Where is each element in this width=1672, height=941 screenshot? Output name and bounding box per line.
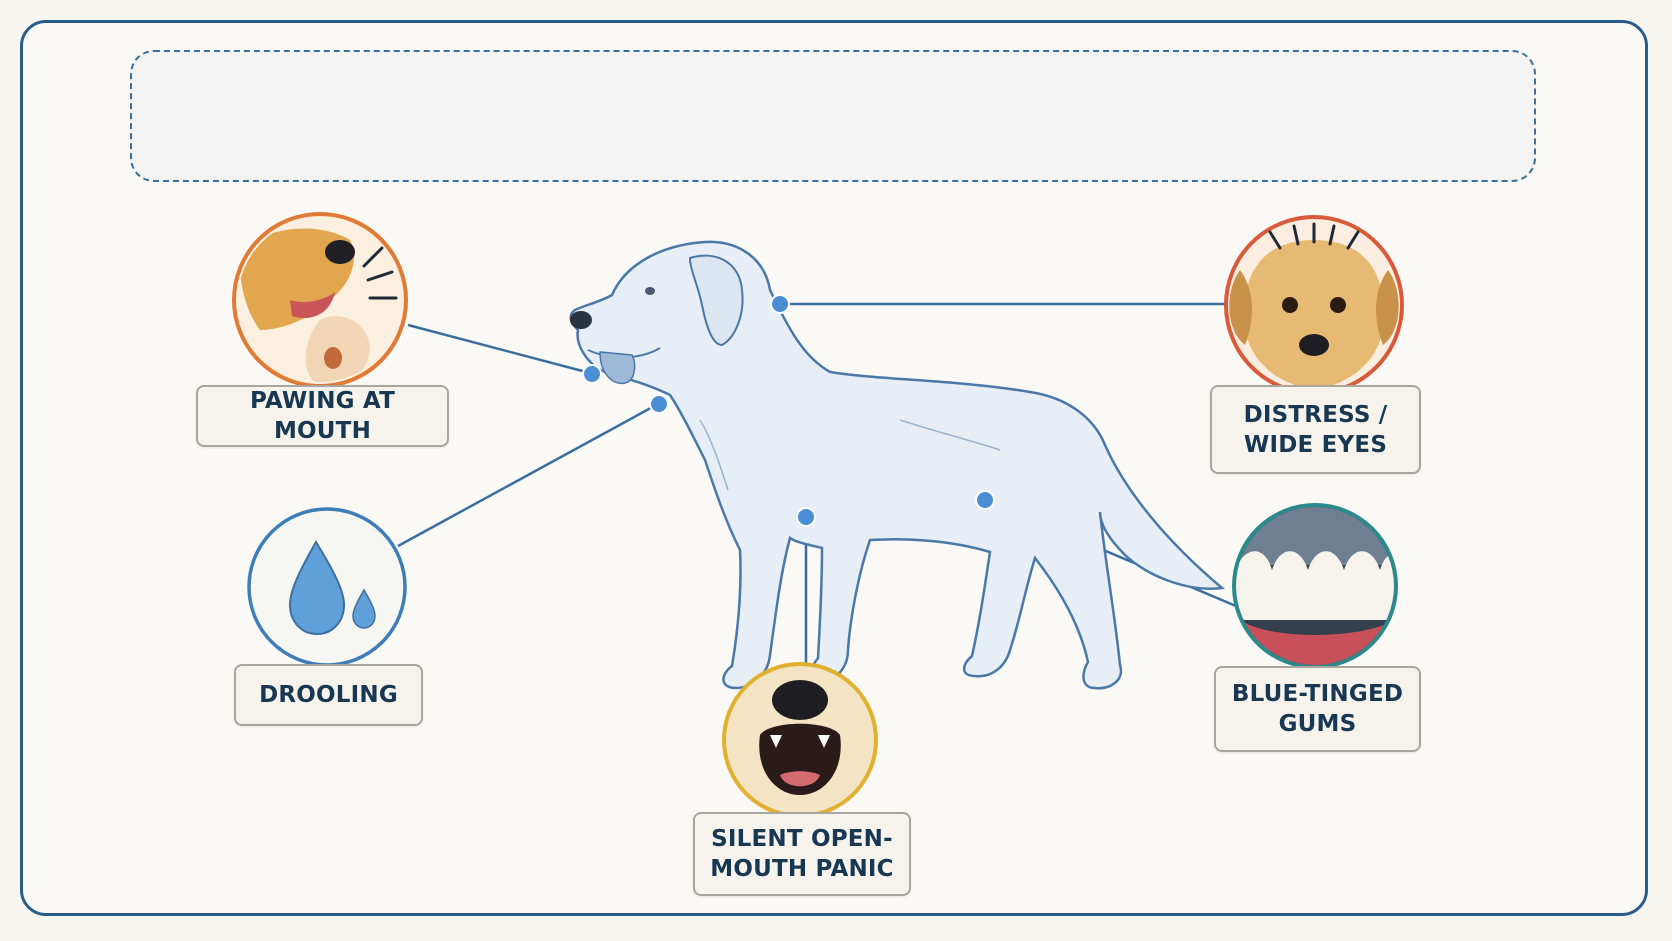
title-box	[130, 50, 1536, 182]
dot-panic	[796, 507, 816, 527]
dog-illustration	[569, 240, 1225, 690]
label-blue-tinged-gums: BLUE-TINGED GUMS	[1214, 666, 1421, 752]
label-distress-wide-eyes: DISTRESS / WIDE EYES	[1210, 385, 1421, 474]
dot-gums	[975, 490, 995, 510]
blue-gums-teeth-icon	[1232, 503, 1398, 669]
dot-distress	[770, 294, 790, 314]
label-silent-open-mouth-panic: SILENT OPEN- MOUTH PANIC	[693, 812, 911, 896]
dot-pawing	[582, 364, 602, 384]
label-pawing-at-mouth: PAWING AT MOUTH	[196, 385, 449, 447]
dog-pawing-mouth-icon	[232, 212, 408, 388]
dog-wide-eyes-icon	[1224, 215, 1404, 395]
connector-drooling	[397, 402, 659, 548]
label-drooling: DROOLING	[234, 664, 423, 726]
connector-dots	[582, 294, 995, 527]
water-drop-icon	[247, 507, 407, 667]
dog-open-mouth-icon	[722, 662, 878, 818]
dot-drooling	[649, 394, 669, 414]
connector-pawing	[407, 323, 591, 375]
